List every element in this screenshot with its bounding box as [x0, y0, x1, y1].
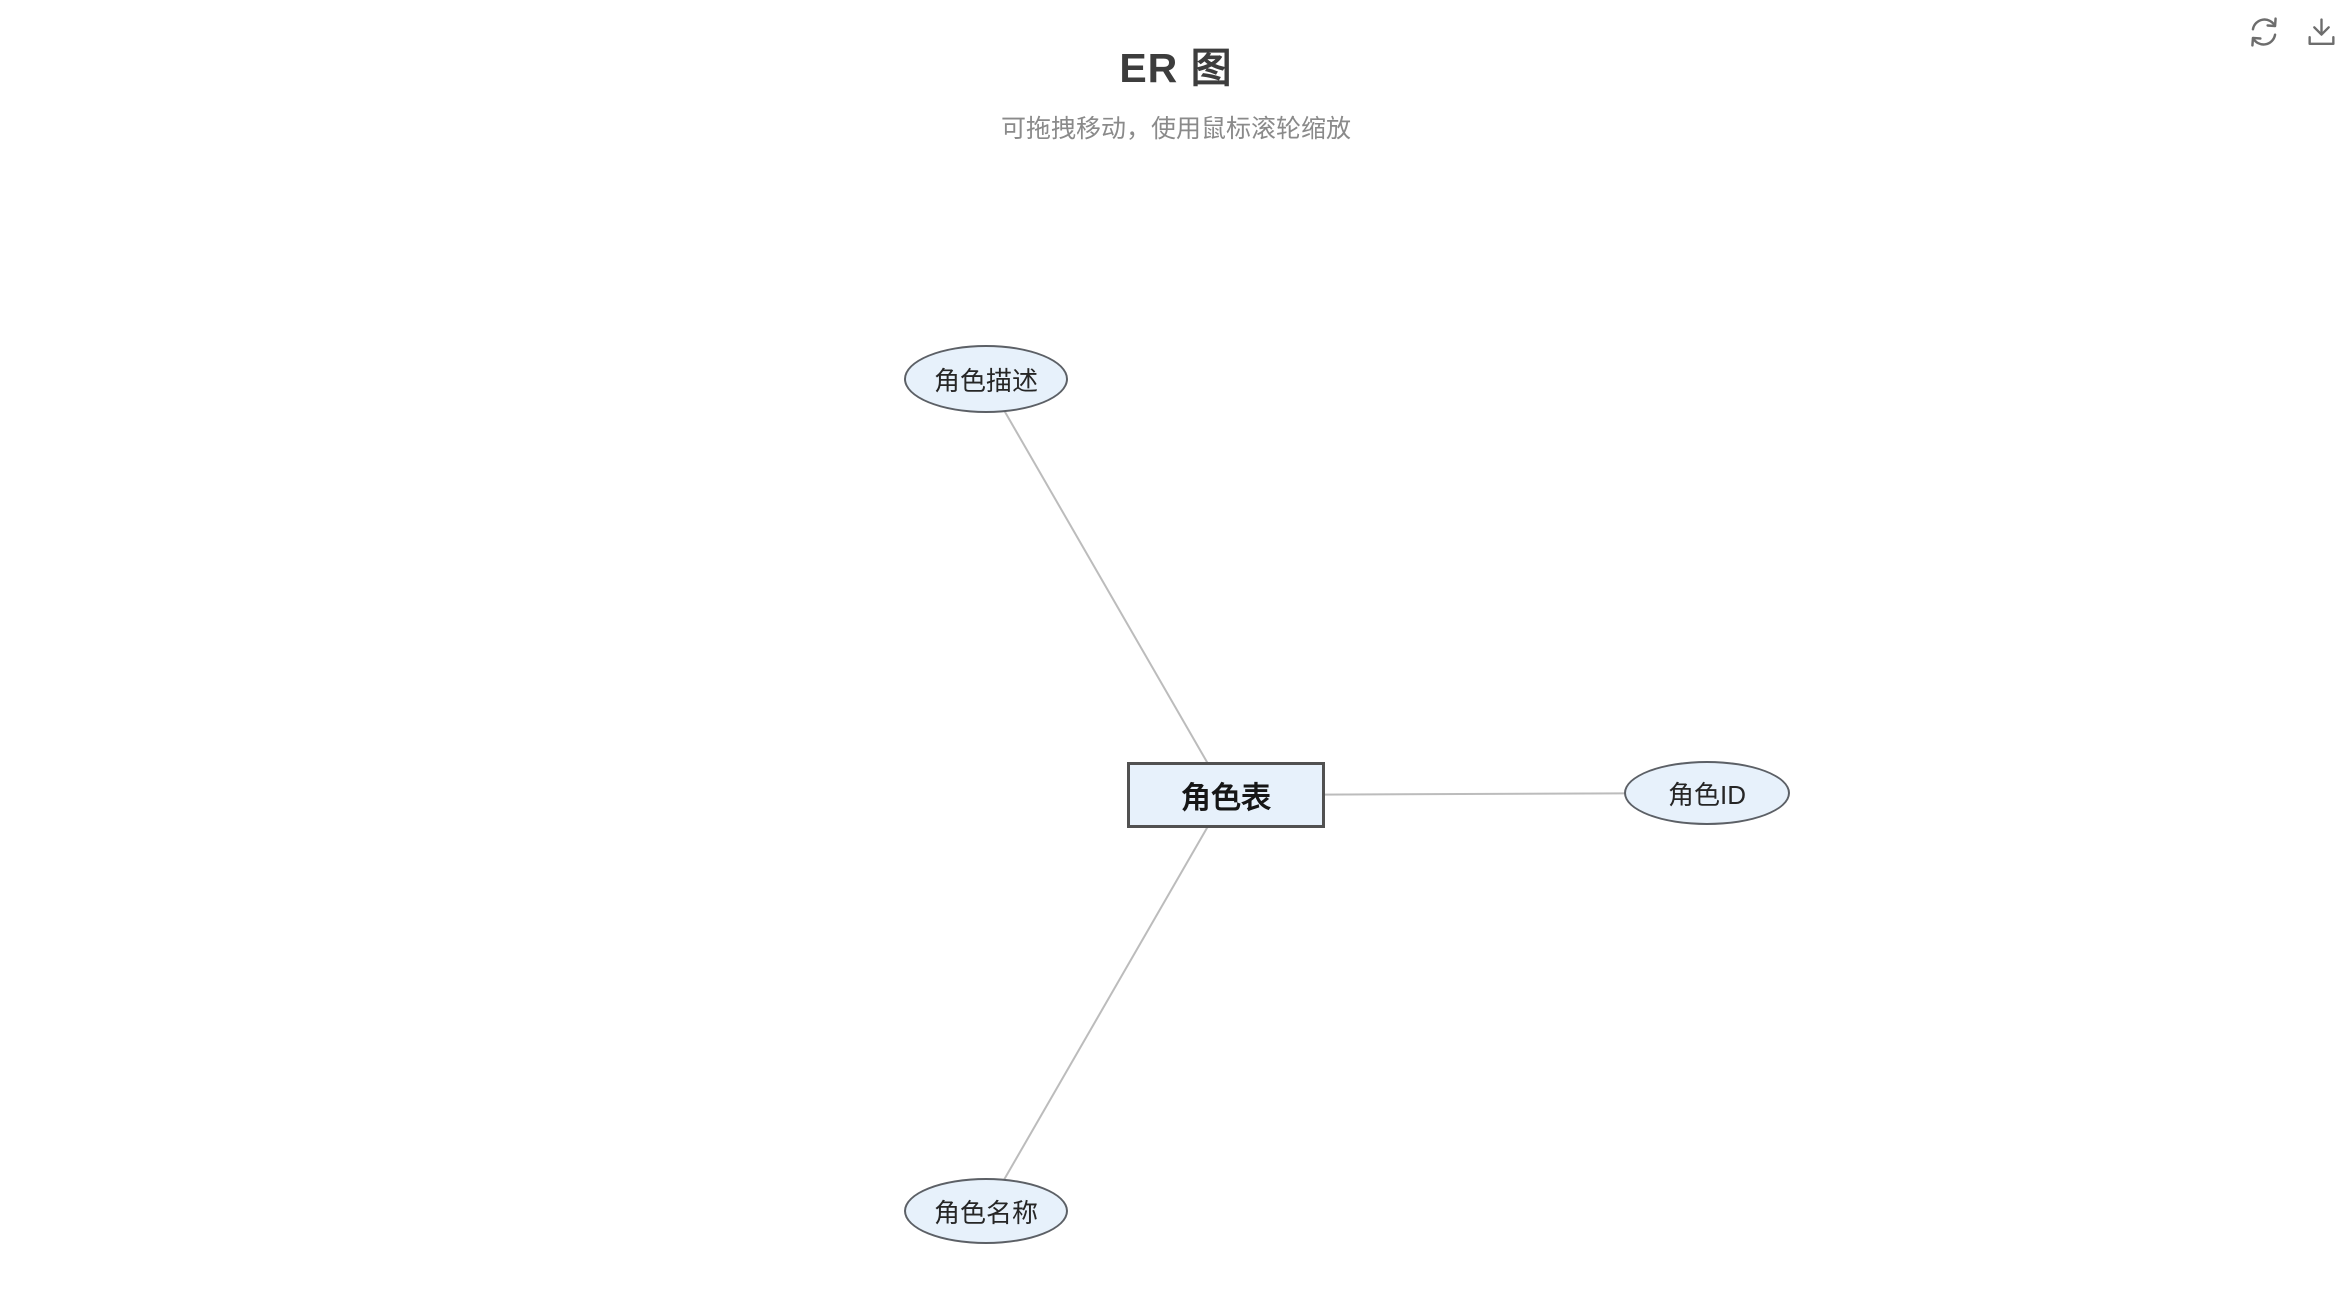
toolbar: [2246, 14, 2339, 50]
edge-role-desc-role-table: [985, 378, 1227, 796]
download-button[interactable]: [2303, 14, 2339, 50]
refresh-button[interactable]: [2246, 14, 2282, 50]
attribute-node-role-name[interactable]: 角色名称: [904, 1178, 1068, 1244]
edge-role-table-role-name: [985, 794, 1227, 1212]
download-icon: [2307, 17, 2335, 45]
refresh-icon: [2251, 17, 2277, 47]
attribute-node-role-id[interactable]: 角色ID: [1624, 761, 1790, 825]
entity-node-role-table[interactable]: 角色表: [1127, 762, 1325, 828]
attribute-node-role-desc[interactable]: 角色描述: [904, 345, 1068, 413]
